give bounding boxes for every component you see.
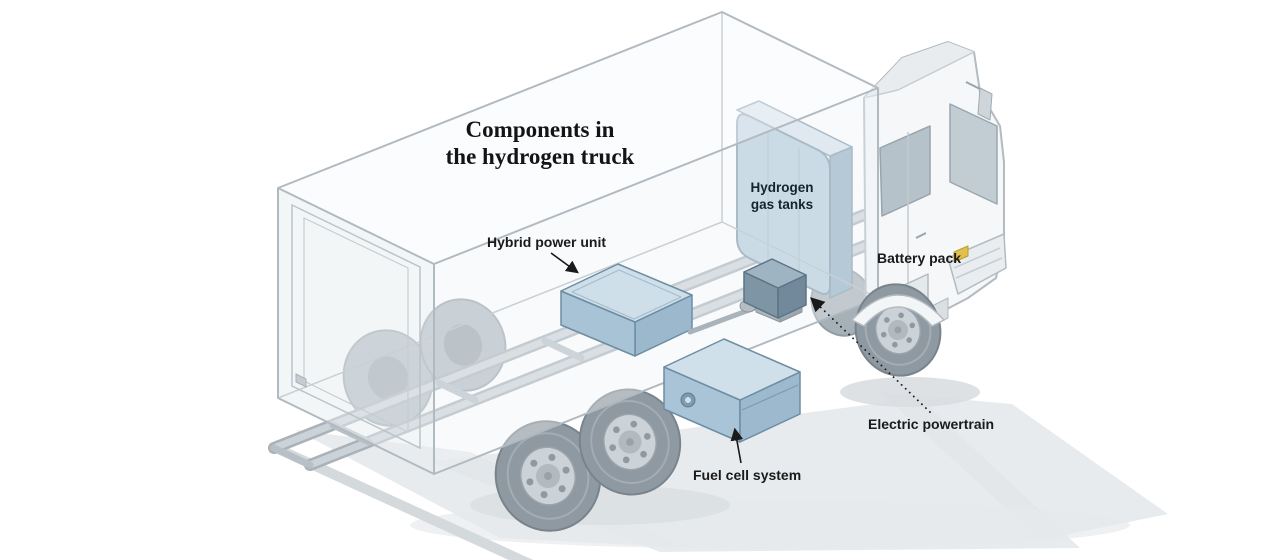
electric-powertrain-dotted-arrow [810,297,931,413]
truck-cab [863,41,1007,337]
label-electric-powertrain: Electric powertrain [868,416,995,432]
hybrid-power-unit-graphic [560,263,693,357]
rear-wheels [494,388,682,532]
fuel-cell-graphic [663,338,801,443]
cab-windshield [949,103,998,205]
title-line-2: the hydrogen truck [445,144,635,169]
label-hydrogen-gas-tanks: Hydrogen gas tanks [726,179,838,213]
cab-side-window [879,125,931,217]
battery-pack-graphic [743,258,807,319]
label-fuel-cell-system: Fuel cell system [693,467,802,483]
cab-bumper [947,233,1007,295]
hybrid-power-unit-arrow [550,252,579,274]
cab-mirror [977,87,993,121]
front-wheel [850,283,946,377]
label-battery-pack: Battery pack [877,250,962,266]
diagram-title: Components in the hydrogen truck [420,116,660,170]
title-line-1: Components in [465,117,615,142]
label-hybrid-power-unit: Hybrid power unit [487,234,606,250]
door-latch [295,373,307,388]
hydrogen-label-line-2: gas tanks [750,197,814,212]
cab-headlight [953,245,969,263]
hydrogen-label-line-1: Hydrogen [750,180,814,195]
fuel-cell-arrow [730,427,744,464]
front-fender [850,294,946,327]
rear-door-frame [291,203,421,450]
annotation-arrows [550,252,931,464]
